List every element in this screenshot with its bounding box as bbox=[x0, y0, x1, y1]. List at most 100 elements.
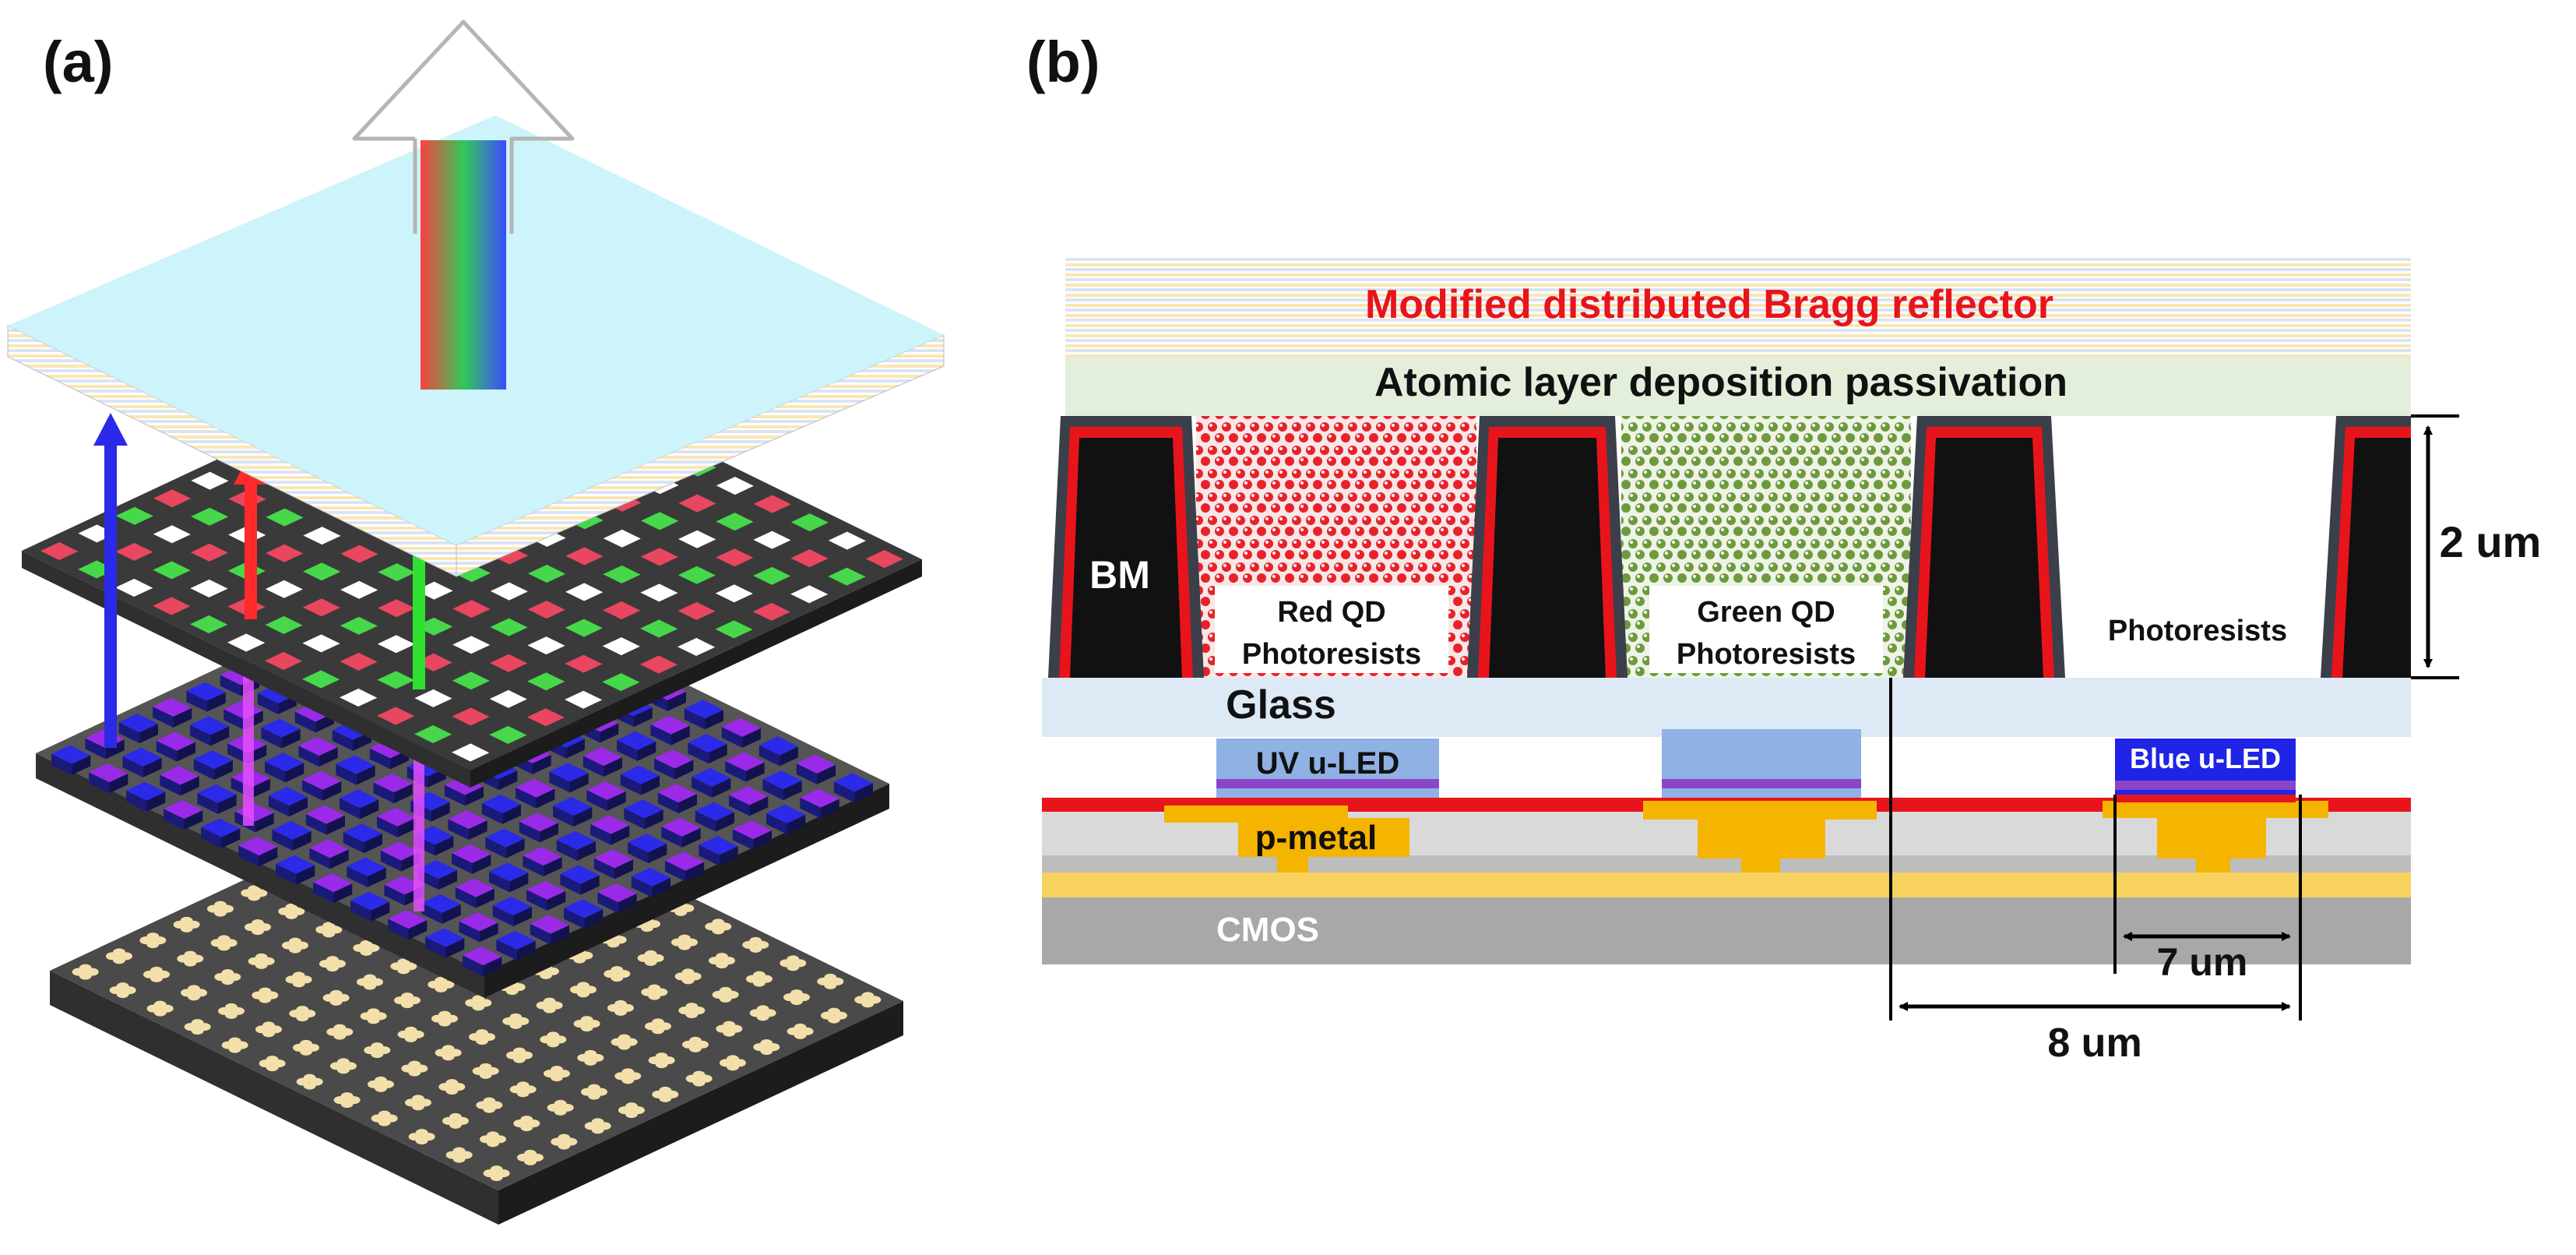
led-cube bbox=[732, 820, 772, 851]
gold-pad bbox=[712, 986, 739, 1003]
ald-layer bbox=[1065, 357, 2411, 416]
gold-pad bbox=[146, 1000, 174, 1017]
qd-pixel bbox=[753, 495, 791, 513]
panel-b-label: (b) bbox=[1026, 30, 1100, 94]
led-cube bbox=[305, 805, 345, 835]
led-cube bbox=[556, 830, 596, 861]
led-cube bbox=[268, 787, 308, 817]
led-cube bbox=[448, 810, 487, 841]
led-cube bbox=[201, 818, 241, 848]
gold-pad bbox=[483, 1165, 510, 1182]
rgb-output-beam bbox=[421, 140, 506, 390]
led-cube bbox=[421, 894, 461, 924]
glass-label: Glass bbox=[1226, 682, 1336, 728]
gold-pad bbox=[241, 885, 268, 901]
gold-pad bbox=[637, 950, 664, 966]
led-cube bbox=[444, 776, 484, 806]
qd-pixel bbox=[490, 582, 528, 601]
gold-pad bbox=[716, 1021, 743, 1037]
led-cube bbox=[122, 747, 162, 777]
led-cube bbox=[549, 763, 589, 793]
led-cube bbox=[661, 817, 701, 848]
gold-pad bbox=[551, 1133, 578, 1150]
green-qd-label-line1: Green QD bbox=[1697, 596, 1835, 629]
led-cube bbox=[118, 714, 158, 744]
black-matrix-banks bbox=[1048, 416, 2411, 678]
gold-pad bbox=[779, 955, 807, 971]
gold-pad bbox=[221, 1037, 248, 1053]
gold-pad bbox=[645, 1018, 671, 1035]
gold-pad bbox=[502, 1013, 530, 1029]
led-cube bbox=[350, 891, 390, 922]
gold-pad bbox=[787, 1023, 814, 1039]
qd-pixel bbox=[790, 513, 829, 532]
led-cube bbox=[530, 915, 569, 945]
qd-pixel bbox=[565, 583, 604, 601]
dbr-layer bbox=[1065, 257, 2411, 357]
led-cube bbox=[553, 797, 593, 827]
dimension-annotations: 2 um 7 um 8 um bbox=[1889, 414, 2541, 1066]
led-cube bbox=[564, 899, 604, 929]
gold-pad bbox=[408, 1129, 435, 1145]
dim-pixel-label: 8 um bbox=[2047, 1021, 2141, 1066]
led-cube bbox=[699, 836, 738, 866]
gold-pad bbox=[469, 1029, 495, 1045]
red-qd-label-line2: Photoresists bbox=[1242, 638, 1421, 671]
led-cube bbox=[523, 847, 562, 877]
led-cube bbox=[654, 749, 694, 780]
qd-pixel bbox=[489, 689, 527, 708]
led-cube bbox=[650, 715, 690, 746]
qd-pixel bbox=[340, 652, 378, 671]
metal-interconnect-layer bbox=[1042, 873, 2411, 897]
gold-pad bbox=[390, 958, 417, 975]
qd-pixel bbox=[153, 597, 191, 615]
led-cube bbox=[272, 820, 311, 851]
gold-pad bbox=[252, 987, 279, 1003]
gold-pad bbox=[465, 995, 492, 1011]
led-cube bbox=[302, 770, 342, 801]
gold-pad bbox=[245, 919, 271, 936]
gold-pad bbox=[607, 999, 634, 1016]
gold-pad bbox=[584, 1118, 611, 1134]
led-cube bbox=[833, 773, 873, 803]
qd-pixel bbox=[677, 566, 716, 584]
red-qd-label-box bbox=[1215, 586, 1448, 673]
qd-pixel bbox=[641, 512, 679, 531]
gold-pad bbox=[641, 984, 668, 1000]
qd-pixel bbox=[790, 585, 829, 604]
qd-pixel bbox=[489, 725, 527, 744]
gold-pad bbox=[705, 918, 732, 935]
led-cube bbox=[485, 828, 525, 858]
gold-pad bbox=[364, 1042, 391, 1059]
gold-pad bbox=[315, 922, 343, 938]
cross-section-diagram: Modified distributed Bragg reflector Ato… bbox=[1042, 257, 2411, 964]
gold-pad bbox=[753, 1039, 780, 1056]
led-cube bbox=[597, 883, 637, 914]
led-cube bbox=[340, 789, 379, 820]
qd-pixel bbox=[265, 651, 303, 670]
gold-pad bbox=[513, 1116, 540, 1132]
bm-bank bbox=[1467, 416, 1628, 678]
gold-pad bbox=[109, 982, 136, 999]
led-cube bbox=[265, 753, 304, 783]
led-cube bbox=[261, 718, 301, 749]
qd-pixel bbox=[115, 506, 153, 525]
uv-led-label: UV u-LED bbox=[1256, 746, 1399, 781]
cmos-label: CMOS bbox=[1216, 911, 1319, 949]
gold-pad bbox=[480, 1131, 506, 1147]
p-metal-contact bbox=[1164, 806, 1409, 873]
qd-pixel bbox=[153, 525, 191, 544]
led-cube bbox=[373, 774, 413, 804]
gold-pad bbox=[581, 1084, 607, 1100]
qd-pixel bbox=[640, 583, 678, 602]
gold-pad bbox=[255, 1021, 282, 1038]
gold-pad bbox=[296, 1073, 323, 1090]
led-cube bbox=[593, 849, 633, 880]
gold-pad bbox=[540, 1031, 567, 1048]
gold-pad bbox=[177, 950, 204, 967]
led-cube bbox=[665, 851, 705, 882]
qd-pixel bbox=[640, 548, 678, 566]
led-cube bbox=[519, 813, 558, 843]
gold-pad bbox=[259, 1056, 286, 1072]
